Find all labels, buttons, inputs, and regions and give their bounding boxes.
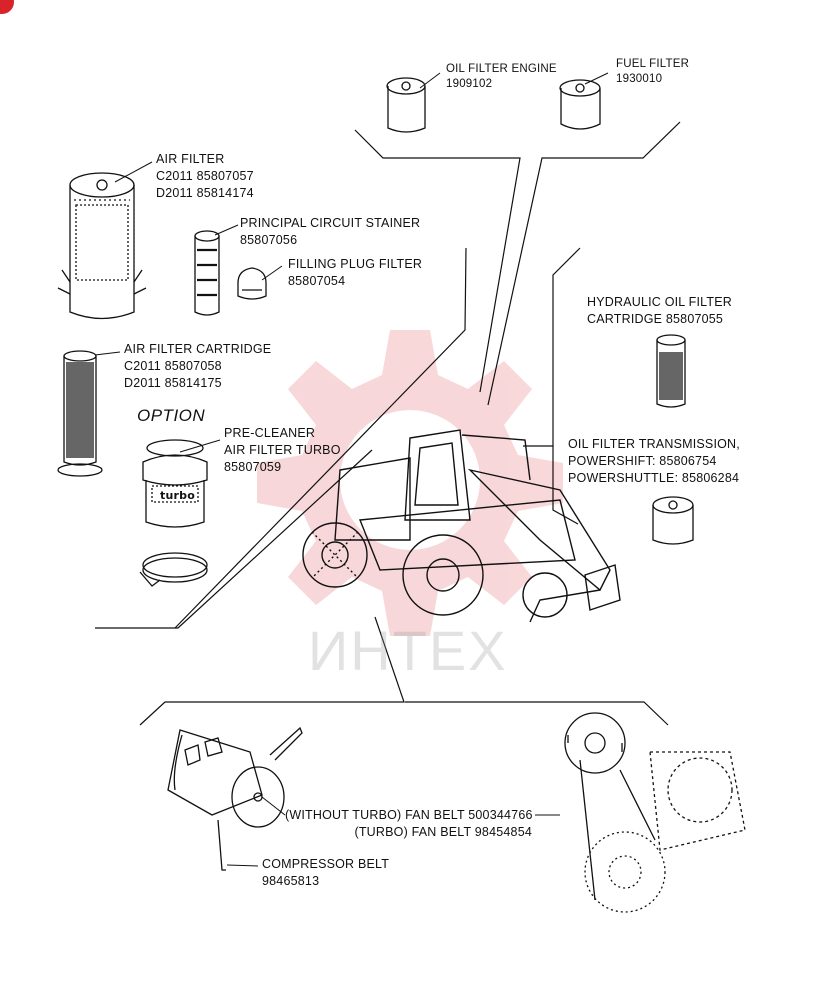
air-filter-cartridge-icon (57, 350, 103, 477)
pre-cleaner-line1: PRE-CLEANER (224, 426, 316, 440)
pre-cleaner-body-text: turbo (160, 489, 195, 502)
fan-belt-label: (WITHOUT TURBO) FAN BELT 500344766 (TURB… (285, 807, 532, 841)
cartridge-d2011: D2011 85814175 (124, 376, 222, 390)
fuel-filter-name: FUEL FILTER (616, 58, 690, 70)
fan-belt-without-turbo: (WITHOUT TURBO) FAN BELT 500344766 (285, 808, 533, 822)
watermark-text: ИНТЕХ (308, 619, 508, 682)
filling-plug-filter-icon (237, 267, 267, 300)
fuel-filter-icon (559, 79, 601, 130)
pre-cleaner-icon (142, 439, 208, 528)
hydraulic-oil-filter-label: HYDRAULIC OIL FILTER CARTRIDGE 85807055 (587, 294, 732, 328)
compressor-belt-number: 98465813 (262, 874, 320, 888)
pre-cleaner-number: 85807059 (224, 460, 282, 474)
telehandler-icon (302, 429, 621, 623)
transmission-powershift: POWERSHIFT: 85806754 (568, 454, 717, 468)
leader-lines (94, 72, 609, 867)
oil-filter-engine-icon (386, 77, 426, 133)
compressor-icon (167, 726, 303, 871)
guide-lines (95, 121, 681, 726)
fan-belt-drive-icon (564, 712, 746, 913)
cartridge-c2011: C2011 85807058 (124, 359, 222, 373)
air-filter-cartridge-label: AIR FILTER CARTRIDGE C2011 85807058 D201… (124, 341, 271, 392)
filling-plug-filter-label: FILLING PLUG FILTER 85807054 (288, 256, 422, 290)
filling-plug-number: 85807054 (288, 274, 346, 288)
hydraulic-oil-filter-icon (656, 334, 686, 408)
oil-filter-transmission-label: OIL FILTER TRANSMISSION, POWERSHIFT: 858… (568, 436, 740, 487)
air-filter-d2011: D2011 85814174 (156, 186, 254, 200)
fuel-filter-label: FUEL FILTER 1930010 (616, 57, 689, 87)
fuel-filter-number: 1930010 (616, 73, 663, 85)
oil-filter-engine-label: OIL FILTER ENGINE 1909102 (446, 62, 557, 92)
air-filter-c2011: C2011 85807057 (156, 169, 254, 183)
air-filter-icon (57, 172, 147, 320)
fan-belt-turbo: (TURBO) FAN BELT 98454854 (354, 825, 532, 839)
oil-filter-engine-name: OIL FILTER ENGINE (446, 63, 557, 75)
cartridge-name: AIR FILTER CARTRIDGE (124, 342, 272, 356)
oil-filter-engine-number: 1909102 (446, 78, 493, 90)
transmission-powershuttle: POWERSHUTTLE: 85806284 (568, 471, 740, 485)
pre-cleaner-line2: AIR FILTER TURBO (224, 443, 341, 457)
pre-cleaner-label: PRE-CLEANER AIR FILTER TURBO 85807059 (224, 425, 341, 476)
hydraulic-line2: CARTRIDGE 85807055 (587, 312, 724, 326)
air-filter-name: AIR FILTER (156, 152, 225, 166)
principal-circuit-strainer-icon (194, 230, 220, 316)
compressor-belt-name: COMPRESSOR BELT (262, 857, 390, 871)
compressor-belt-label: COMPRESSOR BELT 98465813 (262, 856, 389, 890)
hydraulic-line1: HYDRAULIC OIL FILTER (587, 295, 732, 309)
option-label: OPTION (137, 406, 206, 425)
air-filter-label: AIR FILTER C2011 85807057 D2011 85814174 (156, 151, 254, 202)
oil-filter-transmission-icon (652, 496, 694, 545)
transmission-line1: OIL FILTER TRANSMISSION, (568, 437, 740, 451)
principal-circuit-strainer-label: PRINCIPAL CIRCUIT STAINER 85807056 (240, 215, 420, 249)
strainer-number: 85807056 (240, 233, 298, 247)
strainer-name: PRINCIPAL CIRCUIT STAINER (240, 216, 421, 230)
hose-clamp-icon (139, 552, 208, 587)
filling-plug-name: FILLING PLUG FILTER (288, 257, 423, 271)
